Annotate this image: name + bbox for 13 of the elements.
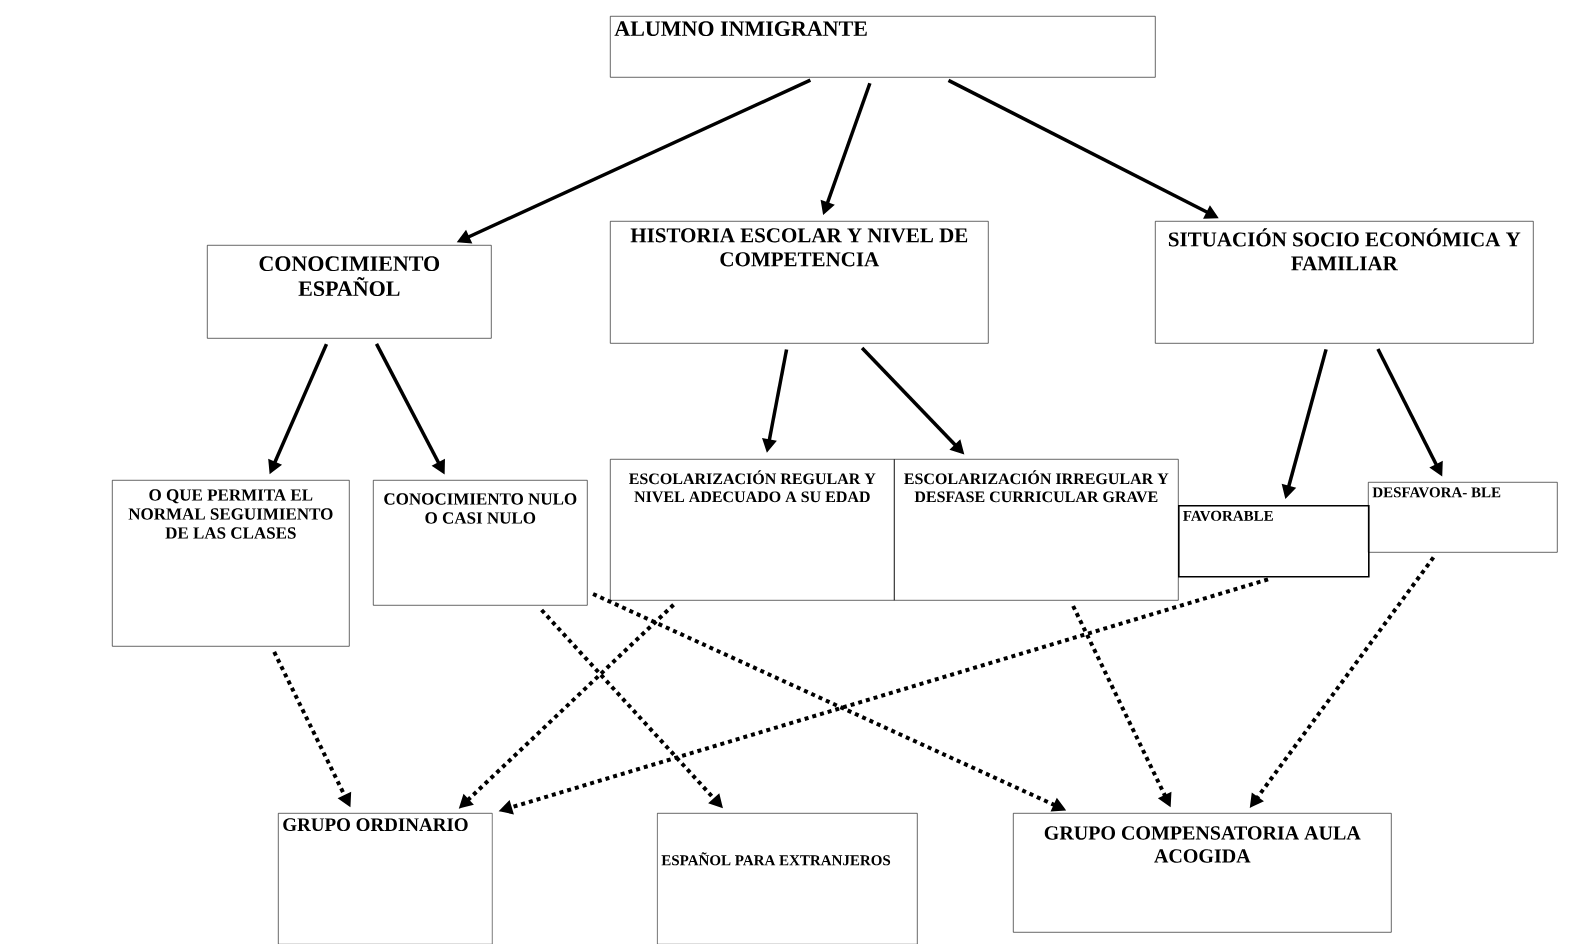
option-box: FAVORABLE bbox=[1178, 505, 1370, 578]
category-box: CONOCIMIENTO ESPAÑOL bbox=[207, 245, 492, 339]
group-box: GRUPO COMPENSATORIA AULA ACOGIDA bbox=[1013, 813, 1392, 933]
option-box: ESCOLARIZACIÓN REGULAR Y NIVEL ADECUADO A SU EDAD bbox=[610, 459, 895, 601]
option-box: ESCOLARIZACIÓN IRREGULAR Y DESFASE CURRICULAR GRAVE bbox=[894, 459, 1179, 601]
group-box: ESPAÑOL PARA EXTRANJEROS bbox=[657, 813, 918, 944]
option-box: CONOCIMIENTO NULO O CASI NULO bbox=[373, 480, 588, 606]
option-box: DESFAVORA- BLE bbox=[1368, 482, 1558, 553]
category-box: HISTORIA ESCOLAR Y NIVEL DE COMPETENCIA bbox=[610, 221, 989, 344]
category-box: SITUACIÓN SOCIO ECONÓMICA Y FAMILIAR bbox=[1155, 221, 1534, 344]
title-box: ALUMNO INMIGRANTE bbox=[610, 16, 1156, 78]
option-box: O QUE PERMITA EL NORMAL SEGUIMIENTO DE LAS CLASES bbox=[112, 480, 350, 647]
group-box: GRUPO ORDINARIO bbox=[278, 813, 493, 944]
